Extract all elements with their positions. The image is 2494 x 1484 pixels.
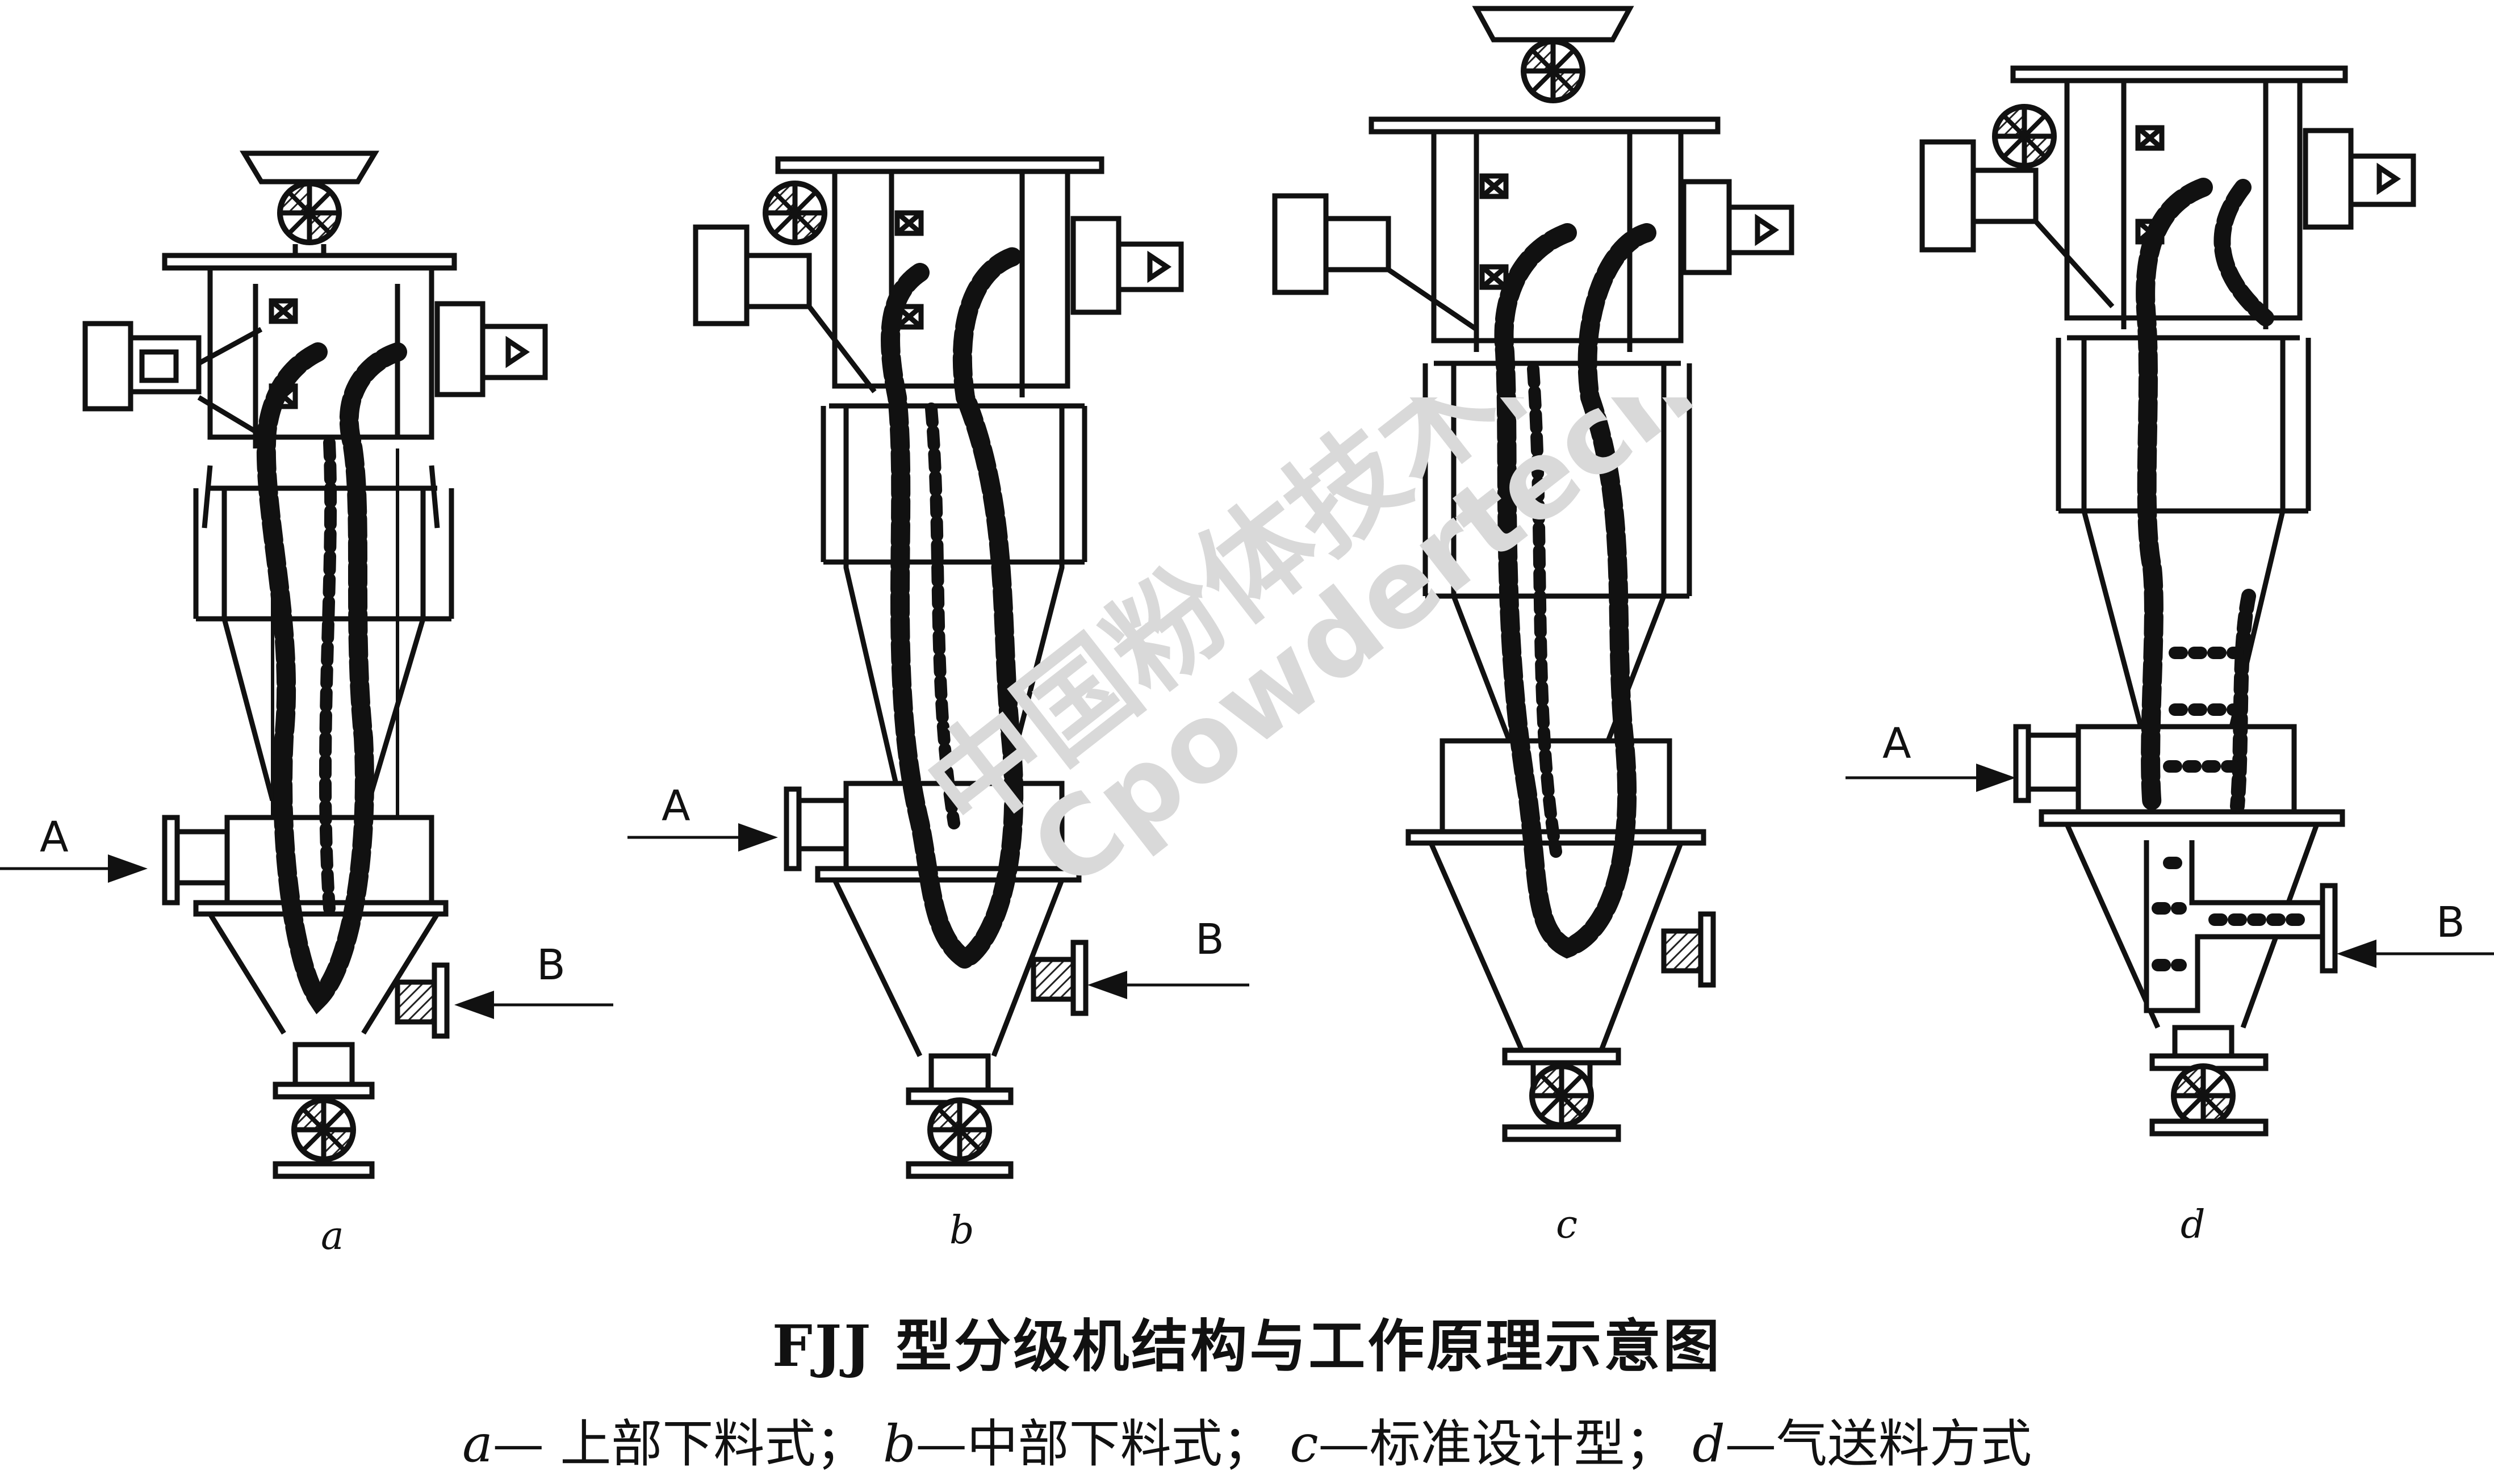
panel-a [82, 150, 548, 1179]
panel-a-arrows: A B a [0, 813, 613, 1259]
panel-b [693, 156, 1184, 1179]
figure-legend: a— 上部下料式； b—中部下料式； c—标准设计型； d—气送料方式 [0, 1402, 2494, 1476]
panel-b-arrows: A B b [627, 782, 1249, 1253]
panel-a-arrow-a-label: A [40, 813, 69, 862]
legend-item-d: d—气送料方式 [1692, 1414, 2032, 1474]
panel-d-arrow-b-label: B [2436, 898, 2465, 947]
panel-d-arrows: A B d [1846, 719, 2494, 1247]
panel-c-labels: c [1556, 1202, 1577, 1247]
legend-item-b: b—中部下料式； [883, 1414, 1274, 1474]
panel-d [1919, 65, 2416, 1137]
figure-title: FJJ 型分级机结构与工作原理示意图 [772, 1313, 1722, 1380]
panel-c [1272, 6, 1794, 1142]
panel-a-arrow-b-label: B [537, 941, 566, 990]
panel-a-label: a [321, 1214, 344, 1259]
panel-b-arrow-b-label: B [1195, 915, 1224, 964]
legend-item-c: c—标准设计型； [1290, 1414, 1676, 1474]
panel-d-arrow-a-label: A [1882, 719, 1911, 768]
panel-d-label: d [2181, 1202, 2206, 1247]
panel-c-label: c [1556, 1202, 1577, 1247]
panel-b-label: b [949, 1208, 974, 1253]
legend-item-a: a— 上部下料式； [462, 1414, 867, 1474]
panel-b-arrow-a-label: A [662, 782, 691, 831]
